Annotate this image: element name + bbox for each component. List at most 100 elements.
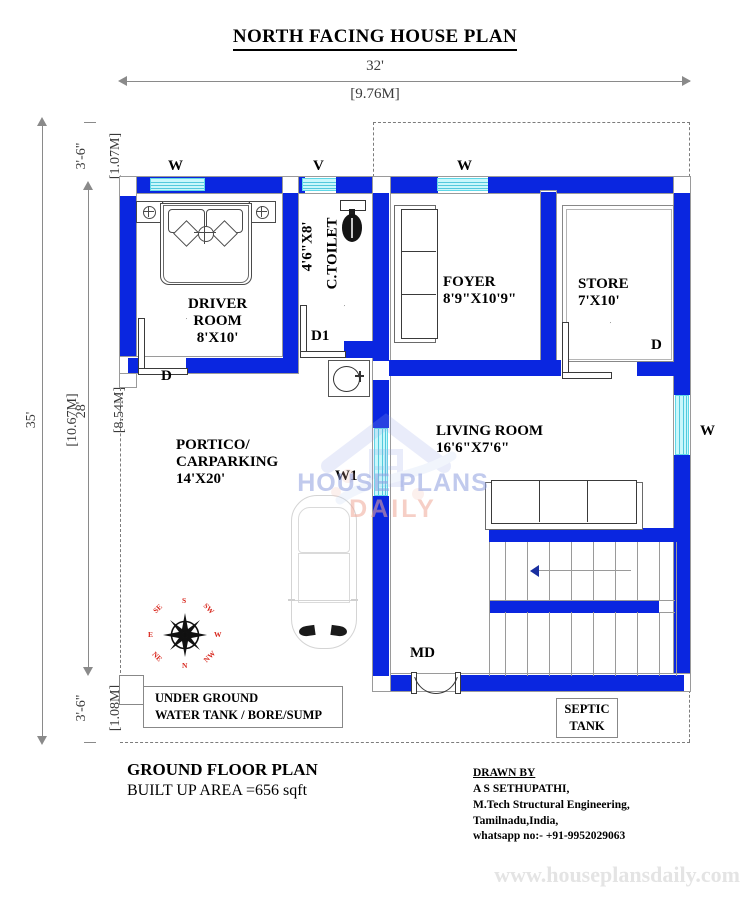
plot-boundary-bottom bbox=[120, 742, 690, 743]
setback-bottom-feet: 3'-6" bbox=[74, 694, 89, 722]
plot-boundary-top-right-return bbox=[689, 122, 690, 182]
built-up-area-label: BUILT UP AREA =656 sqft bbox=[127, 782, 308, 799]
room-label-living-room: LIVING ROOM 16'6"X7'6" bbox=[436, 423, 543, 457]
left-total-arrow-top bbox=[37, 117, 47, 126]
window-label-top-right: W bbox=[457, 158, 472, 174]
compass-label-n: N bbox=[182, 661, 188, 670]
page-title: NORTH FACING HOUSE PLAN bbox=[0, 26, 750, 51]
c-toilet-name: C.TOILET bbox=[324, 217, 341, 290]
plot-boundary-top-left-return bbox=[373, 122, 374, 177]
toilet-wc-fixture bbox=[338, 200, 366, 250]
window-w-top-right bbox=[437, 178, 489, 191]
driver-room-size: 8'X10' bbox=[196, 329, 239, 346]
interior-wall-foyer-store bbox=[541, 192, 556, 360]
foyer-sofa bbox=[394, 205, 440, 345]
wash-basin-fixture bbox=[328, 360, 370, 397]
room-label-driver-room: DRIVER ROOM 8'X10' bbox=[188, 296, 247, 346]
driver-room-name-line2: ROOM bbox=[193, 312, 242, 329]
exterior-wall-top-segment-4 bbox=[383, 177, 438, 193]
ground-floor-plan-label: GROUND FLOOR PLAN bbox=[127, 760, 318, 779]
living-room-name: LIVING ROOM bbox=[436, 423, 544, 439]
interior-wall-driver-bottom-segment bbox=[186, 358, 298, 373]
store-size: 7'X10' bbox=[578, 292, 620, 309]
door-label-driver: D bbox=[161, 368, 172, 384]
water-tank-line1: UNDER GROUND bbox=[155, 691, 259, 706]
living-room-sofa bbox=[485, 480, 643, 530]
stair-wall-mid bbox=[489, 600, 659, 613]
vent-label-toilet: V bbox=[313, 158, 324, 174]
main-door-swing bbox=[411, 660, 461, 694]
driver-room-name-line1: DRIVER bbox=[188, 296, 248, 312]
left-inner-arrow-bottom bbox=[83, 667, 93, 676]
septic-tank-box: SEPTIC TANK bbox=[556, 698, 618, 738]
foyer-name: FOYER bbox=[443, 274, 496, 290]
left-inner-feet: 28' bbox=[74, 401, 89, 419]
car-graphic bbox=[288, 495, 358, 650]
exterior-wall-top-segment-5 bbox=[488, 177, 681, 193]
portico-name-line2: CARPARKING bbox=[176, 453, 279, 470]
septic-line1: SEPTIC bbox=[564, 702, 610, 717]
underground-water-tank-box: UNDER GROUND WATER TANK / BORE/SUMP bbox=[143, 686, 343, 728]
portico-name-line1: PORTICO/ bbox=[176, 437, 250, 453]
room-label-portico: PORTICO/ CARPARKING 14'X20' bbox=[176, 437, 278, 487]
site-url-watermark: www.houseplansdaily.com bbox=[494, 862, 740, 887]
interior-wall-central-mid bbox=[373, 380, 389, 428]
staircase bbox=[489, 542, 677, 676]
setback-bottom-tick-lower bbox=[84, 742, 96, 743]
plot-boundary-left bbox=[120, 388, 121, 673]
stair-wall-top bbox=[489, 528, 674, 542]
door-d1-swing bbox=[300, 305, 346, 358]
drawn-by-contact: whatsapp no:- +91-9952029063 bbox=[473, 830, 626, 843]
interior-wall-foyer-bottom bbox=[389, 360, 541, 376]
window-label-w1: W1 bbox=[335, 468, 358, 484]
room-label-c-toilet: C.TOILET bbox=[325, 198, 342, 308]
interior-wall-toilet-jamb bbox=[283, 341, 298, 358]
top-dimension-arrow-left bbox=[118, 76, 127, 86]
top-dimension-arrow-right bbox=[682, 76, 691, 86]
interior-wall-central-upper bbox=[373, 193, 389, 361]
drawn-by-location: Tamilnadu,India, bbox=[473, 814, 559, 827]
window-w1 bbox=[374, 428, 388, 496]
left-inner-dimension-line bbox=[88, 185, 89, 673]
foyer-size: 8'9"X10'9" bbox=[443, 290, 517, 307]
exterior-wall-left-core bbox=[120, 196, 136, 364]
interior-wall-driver-toilet bbox=[283, 193, 298, 341]
door-label-store: D bbox=[651, 337, 662, 353]
plot-boundary-top bbox=[373, 122, 690, 123]
stair-direction-arrow-icon bbox=[530, 565, 539, 577]
interior-wall-store-bottom-segment bbox=[637, 360, 690, 376]
window-label-top-left: W bbox=[168, 158, 183, 174]
store-name: STORE bbox=[578, 276, 629, 292]
vent-v-toilet bbox=[302, 178, 337, 191]
bed-furniture bbox=[135, 196, 276, 288]
watermark-line1: HOUSE PLANS bbox=[297, 469, 489, 497]
septic-line2: TANK bbox=[569, 719, 605, 733]
room-size-c-toilet: 4'6"X8' bbox=[300, 196, 317, 296]
plot-boundary-right-bottom bbox=[689, 690, 690, 742]
window-w-top-left bbox=[150, 178, 205, 191]
water-tank-line2: WATER TANK / BORE/SUMP bbox=[155, 708, 323, 722]
exterior-wall-top-segment-3 bbox=[336, 177, 373, 193]
interior-wall-toilet-bottom bbox=[344, 341, 373, 358]
exterior-wall-right-core-lower bbox=[674, 455, 690, 673]
compass-rose-icon bbox=[152, 602, 218, 668]
drawn-by-label: DRAWN BY bbox=[473, 767, 536, 779]
top-dimension-meters: [9.76M] bbox=[346, 86, 404, 103]
left-total-dimension-line bbox=[42, 122, 43, 742]
window-w-right bbox=[675, 395, 689, 455]
stair-direction-line bbox=[539, 570, 631, 571]
room-label-store: STORE 7'X10' bbox=[578, 276, 629, 310]
room-label-foyer: FOYER 8'9"X10'9" bbox=[443, 274, 516, 308]
compass-label-s: S bbox=[182, 596, 187, 605]
plot-corner-marker bbox=[119, 675, 144, 705]
exterior-wall-bottom-segment-2 bbox=[456, 675, 684, 691]
exterior-wall-top-segment-2 bbox=[205, 177, 305, 193]
top-dimension-feet: 32' bbox=[366, 58, 384, 74]
left-total-feet: 35' bbox=[24, 411, 39, 429]
compass-label-w: W bbox=[214, 630, 222, 639]
setback-top-tick-upper bbox=[84, 122, 96, 123]
page-title-text: NORTH FACING HOUSE PLAN bbox=[232, 26, 518, 51]
door-label-d1: D1 bbox=[311, 328, 330, 344]
interior-wall-driver-bottom-stub bbox=[128, 358, 138, 373]
c-toilet-size: 4'6"X8' bbox=[299, 221, 316, 272]
